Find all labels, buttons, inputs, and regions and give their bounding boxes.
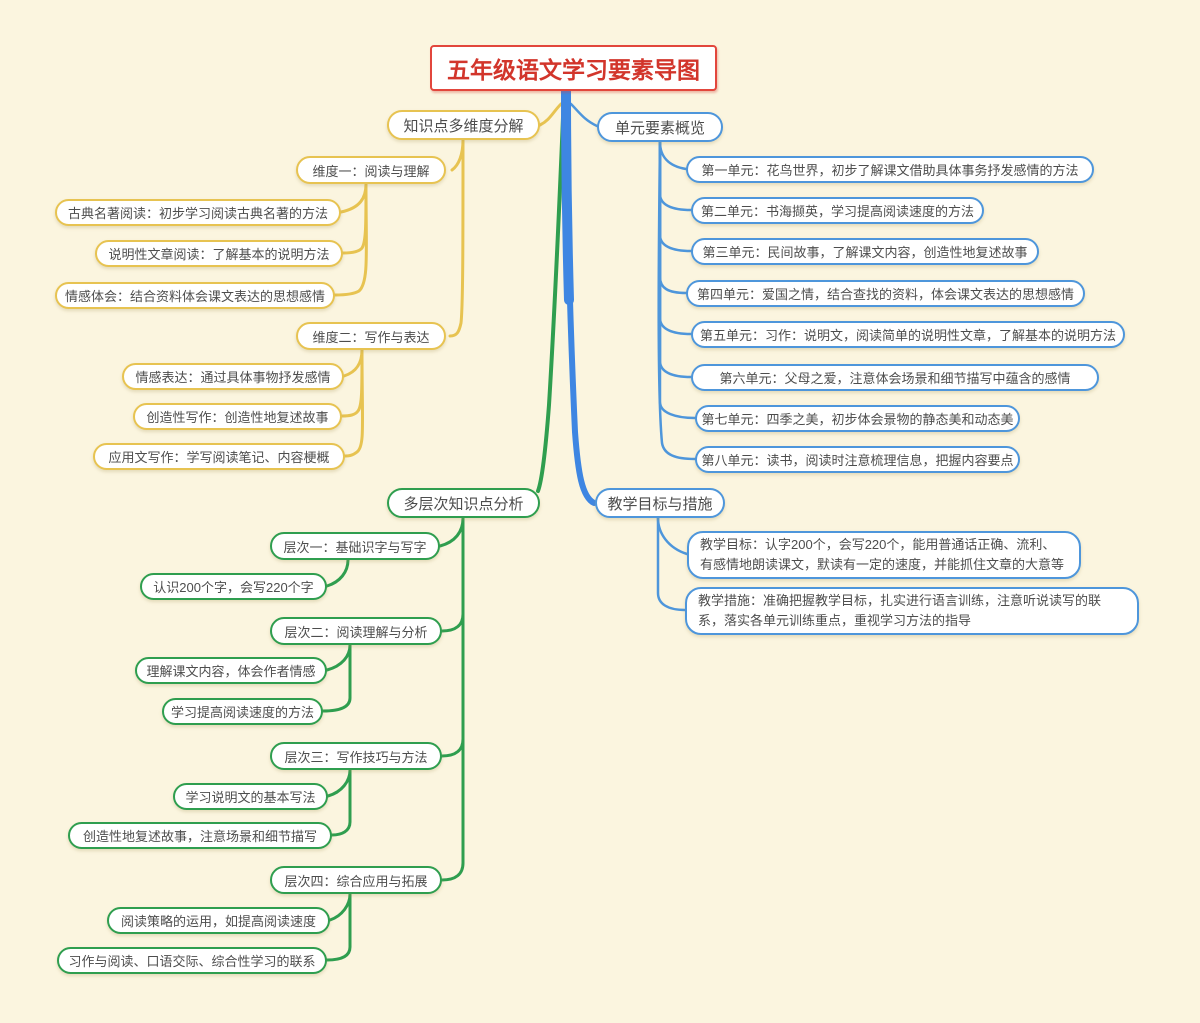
node-teaching-measures[interactable]: 教学措施：准确把握教学目标，扎实进行语言训练，注意听说读写的联系，落实各单元训练… <box>685 587 1139 635</box>
edge-dim1-item3 <box>333 182 368 297</box>
edge-trunk-to-yellow-root <box>538 102 563 127</box>
node-level2-item-2[interactable]: 学习提高阅读速度的方法 <box>162 698 323 725</box>
node-level1-item-1[interactable]: 认识200个字，会写220个字 <box>140 573 327 600</box>
node-dimension-1[interactable]: 维度一：阅读与理解 <box>296 156 446 184</box>
node-emotion-understanding[interactable]: 情感体会：结合资料体会课文表达的思想感情 <box>55 282 335 309</box>
edge-teaching-measures <box>656 516 687 612</box>
edge-level-4 <box>440 516 465 882</box>
edge-level4-item2 <box>325 892 352 962</box>
node-unit-6[interactable]: 第六单元：父母之爱，注意体会场景和细节描写中蕴含的感情 <box>691 364 1099 391</box>
edge-trunk-to-unit-root <box>569 102 599 128</box>
edge-unit-2 <box>658 140 693 212</box>
edge-unit-1 <box>658 140 688 171</box>
node-level-4[interactable]: 层次四：综合应用与拓展 <box>270 866 442 894</box>
branch-root-teaching[interactable]: 教学目标与措施 <box>595 488 725 518</box>
edge-level2-item1 <box>325 643 352 672</box>
edge-dim2-item2 <box>340 348 364 418</box>
edge-level4-item1 <box>328 892 352 922</box>
node-level3-item-2[interactable]: 创造性地复述故事，注意场景和细节描写 <box>68 822 332 849</box>
edge-root-to-dimension2 <box>448 138 465 338</box>
edge-dim1-item2 <box>341 182 368 255</box>
node-level-1[interactable]: 层次一：基础识字与写字 <box>270 532 440 560</box>
node-level-2[interactable]: 层次二：阅读理解与分析 <box>270 617 442 645</box>
node-emotion-expression[interactable]: 情感表达：通过具体事物抒发感情 <box>122 363 344 390</box>
edge-level-1 <box>438 516 465 548</box>
edge-teaching-goal <box>656 516 689 556</box>
node-unit-7[interactable]: 第七单元：四季之美，初步体会景物的静态美和动态美 <box>695 405 1020 432</box>
edge-level2-item2 <box>321 643 352 713</box>
edge-unit-8 <box>657 140 697 461</box>
node-level4-item-2[interactable]: 习作与阅读、口语交际、综合性学习的联系 <box>57 947 327 974</box>
edge-level3-item1 <box>326 768 352 798</box>
node-unit-5[interactable]: 第五单元：习作：说明文，阅读简单的说明性文章，了解基本的说明方法 <box>691 321 1125 348</box>
edge-root-to-dimension1 <box>450 138 465 172</box>
node-teaching-goal[interactable]: 教学目标：认字200个，会写220个，能用普通话正确、流利、有感情地朗读课文，默… <box>687 531 1081 579</box>
edge-dim1-item1 <box>339 182 368 214</box>
node-unit-4[interactable]: 第四单元：爱国之情，结合查找的资料，体会课文表达的思想感情 <box>686 280 1085 307</box>
node-unit-2[interactable]: 第二单元：书海撷英，学习提高阅读速度的方法 <box>691 197 984 224</box>
node-creative-writing[interactable]: 创造性写作：创造性地复述故事 <box>133 403 342 430</box>
branch-root-unit-overview[interactable]: 单元要素概览 <box>597 112 723 142</box>
edge-level-3 <box>440 516 465 758</box>
branch-root-knowledge-levels[interactable]: 多层次知识点分析 <box>387 488 540 518</box>
edge-level-2 <box>440 516 465 633</box>
edge-unit-6 <box>658 140 693 379</box>
node-level4-item-1[interactable]: 阅读策略的运用，如提高阅读速度 <box>107 907 330 934</box>
node-practical-writing[interactable]: 应用文写作：学写阅读笔记、内容梗概 <box>93 443 345 470</box>
node-unit-1[interactable]: 第一单元：花鸟世界，初步了解课文借助具体事务抒发感情的方法 <box>686 156 1094 183</box>
node-unit-8[interactable]: 第八单元：读书，阅读时注意梳理信息，把握内容要点 <box>695 446 1020 473</box>
edge-dim2-item1 <box>342 348 364 378</box>
node-level3-item-1[interactable]: 学习说明文的基本写法 <box>173 783 328 810</box>
edge-level1-item1 <box>325 558 350 588</box>
node-dimension-2[interactable]: 维度二：写作与表达 <box>296 322 446 350</box>
node-expository-reading[interactable]: 说明性文章阅读：了解基本的说明方法 <box>95 240 343 267</box>
trunk-green <box>536 92 566 493</box>
node-classic-reading[interactable]: 古典名著阅读：初步学习阅读古典名著的方法 <box>55 199 341 226</box>
edge-level3-item2 <box>330 768 352 837</box>
mindmap-title[interactable]: 五年级语文学习要素导图 <box>430 45 717 91</box>
node-level2-item-1[interactable]: 理解课文内容，体会作者情感 <box>135 657 327 684</box>
branch-root-knowledge-dimensions[interactable]: 知识点多维度分解 <box>387 110 540 140</box>
edge-dim2-item3 <box>343 348 365 458</box>
node-level-3[interactable]: 层次三：写作技巧与方法 <box>270 742 442 770</box>
node-unit-3[interactable]: 第三单元：民间故事，了解课文内容，创造性地复述故事 <box>691 238 1039 265</box>
trunk-blue <box>563 88 597 506</box>
